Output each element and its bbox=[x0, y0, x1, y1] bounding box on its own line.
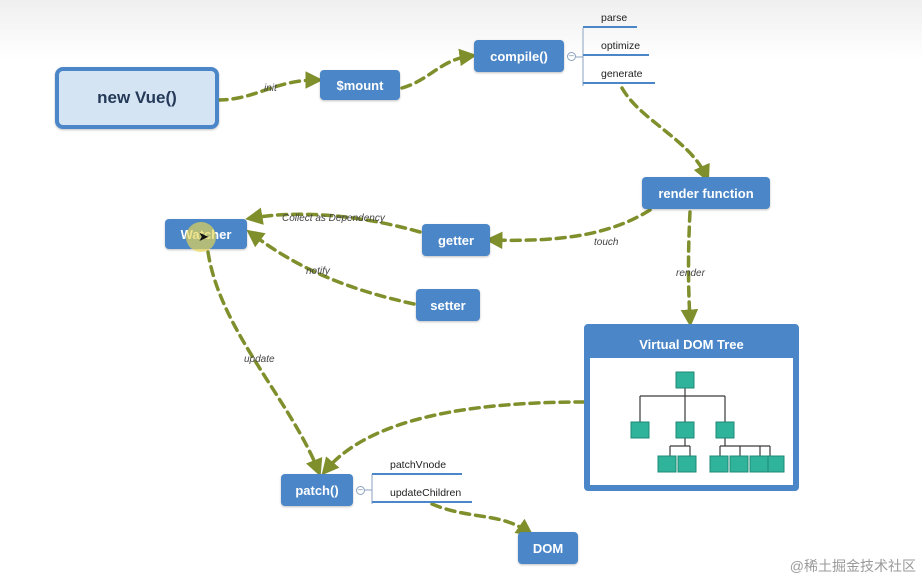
virtual-dom-tree-title: Virtual DOM Tree bbox=[590, 330, 793, 358]
patch-child-patchvnode: patchVnode bbox=[372, 459, 462, 475]
edge-notify bbox=[246, 229, 416, 306]
edge-label-render: render bbox=[676, 268, 705, 279]
getter-node[interactable]: getter bbox=[422, 224, 490, 256]
edge-collect bbox=[245, 207, 422, 234]
edge-vdom-patch bbox=[321, 400, 586, 476]
compile-node[interactable]: compile() bbox=[474, 40, 564, 72]
virtual-dom-tree-panel[interactable]: Virtual DOM Tree bbox=[584, 324, 799, 491]
edge-update-children-dom bbox=[430, 502, 534, 537]
compile-child-parse: parse bbox=[583, 12, 637, 28]
patch-node[interactable]: patch() bbox=[281, 474, 353, 506]
render-function-node[interactable]: render function bbox=[642, 177, 770, 209]
edge-mount-compile bbox=[400, 48, 477, 90]
edge-render bbox=[680, 210, 699, 327]
edge-touch bbox=[485, 208, 652, 250]
compile-bracket bbox=[576, 28, 584, 86]
edge-label-touch: touch bbox=[594, 237, 619, 248]
edge-update bbox=[206, 250, 323, 477]
tree-graphic-icon bbox=[630, 371, 785, 473]
dom-node[interactable]: DOM bbox=[518, 532, 578, 564]
mouse-pointer-icon: ➤ bbox=[198, 229, 209, 244]
compile-child-generate: generate bbox=[583, 68, 655, 84]
edge-generate-render bbox=[620, 86, 710, 183]
edge-init bbox=[216, 71, 323, 102]
patch-child-updatechildren: updateChildren bbox=[372, 487, 472, 503]
compile-child-optimize: optimize bbox=[583, 40, 649, 56]
new-vue-node[interactable]: new Vue() bbox=[55, 67, 219, 129]
cursor-highlight bbox=[186, 222, 216, 252]
patch-collapse-icon[interactable]: – bbox=[356, 486, 365, 495]
watermark: @稀土掘金技术社区 bbox=[789, 558, 916, 574]
compile-collapse-icon[interactable]: – bbox=[567, 52, 576, 61]
mount-node[interactable]: $mount bbox=[320, 70, 400, 100]
edge-label-init: init bbox=[264, 83, 277, 94]
setter-node[interactable]: setter bbox=[416, 289, 480, 321]
edge-label-update: update bbox=[244, 354, 275, 365]
edge-label-notify: notify bbox=[306, 266, 330, 277]
edge-label-collect: Collect as Dependency bbox=[282, 213, 385, 224]
patch-bracket bbox=[365, 474, 373, 504]
